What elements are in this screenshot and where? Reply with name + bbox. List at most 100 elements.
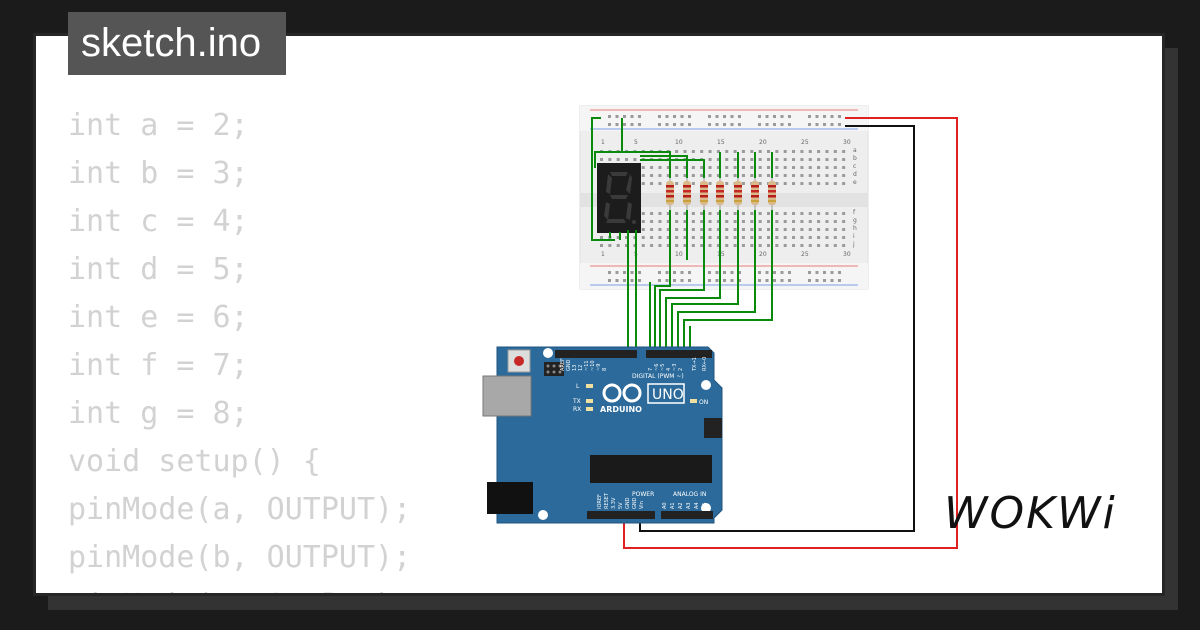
breadboard-hole [716,150,720,153]
led-labels: L TX RX [572,383,581,413]
breadboard-hole [683,150,687,153]
signal-wires [591,117,773,354]
svg-text:5V: 5V [618,502,624,509]
breadboard-hole [708,236,712,239]
breadboard-hole [833,150,837,153]
breadboard-hole [783,166,787,169]
breadboard-hole [833,182,837,185]
breadboard-hole [792,174,796,177]
svg-text:A3: A3 [686,502,692,509]
breadboard-hole [708,115,711,118]
breadboard-hole [630,279,634,282]
breadboard-hole [738,271,741,274]
svg-text:A1: A1 [670,502,676,509]
breadboard-hole [842,166,846,169]
breadboard-hole [666,166,670,169]
breadboard-hole [808,150,812,153]
breadboard-hole [665,271,669,274]
breadboard-hole [808,174,812,177]
breadboard-hole [800,158,804,161]
breadboard-hole [800,212,804,215]
breadboard-hole [725,244,729,247]
signal-wire [683,210,773,354]
breadboard-hole [683,228,687,231]
row-letter: f [853,209,856,216]
breadboard-hole [808,123,811,126]
breadboard-hole [765,279,769,282]
analog-pin-labels: A0 A1 A2 A3 A4 A5 [662,502,708,509]
breadboard-hole [733,150,737,153]
breadboard-hole [673,123,676,126]
breadboard-hole [658,212,662,215]
breadboard-hole [630,115,634,118]
breadboard-hole [741,166,745,169]
breadboard-hole [758,236,762,239]
breadboard-hole [623,271,626,274]
brand-label: ARDUINO [600,405,642,414]
breadboard-hole [758,212,762,215]
breadboard-hole [616,236,620,239]
svg-text:2: 2 [678,368,684,371]
breadboard-hole [775,166,779,169]
breadboard-hole [625,244,629,247]
breadboard-hole [775,182,779,185]
breadboard-hole [723,123,726,126]
breadboard-hole [833,228,837,231]
breadboard-hole [838,123,841,126]
svg-text:13: 13 [572,365,578,371]
svg-text:A5: A5 [702,502,708,509]
breadboard-hole [630,123,634,126]
breadboard-hole [825,212,829,215]
breadboard-hole [825,150,829,153]
breadboard-hole [741,182,745,185]
breadboard-hole [641,244,645,247]
code-line: int c = 4; [68,204,249,239]
breadboard-hole [641,182,645,185]
breadboard-hole [842,244,846,247]
breadboard-hole [708,150,712,153]
column-number: 20 [759,139,767,146]
breadboard-hole [758,220,762,223]
breadboard-hole [600,244,603,247]
breadboard-hole [758,115,761,118]
breadboard-hole [758,174,762,177]
row-letter: j [852,241,855,248]
breadboard-hole [773,271,776,274]
breadboard-hole [817,228,821,231]
on-label: ON [699,399,708,406]
breadboard-hole [683,244,687,247]
breadboard-hole [650,182,654,185]
svg-text:GND: GND [632,497,638,509]
breadboard-hole [758,279,761,282]
breadboard-hole [767,150,770,153]
breadboard-hole [716,244,720,247]
breadboard-hole [616,158,620,161]
breadboard-hole [758,150,762,153]
breadboard-hole [758,123,761,126]
breadboard-hole [725,228,729,231]
breadboard-hole [815,123,819,126]
breadboard-hole [823,115,826,118]
svg-text:A2: A2 [678,502,684,509]
breadboard-hole [716,236,720,239]
breadboard-hole [666,228,670,231]
breadboard-hole [842,150,846,153]
breadboard-hole [783,182,787,185]
breadboard-hole [817,236,821,239]
breadboard-hole [638,271,641,274]
column-number: 15 [717,139,725,146]
breadboard-hole [658,166,662,169]
breadboard-hole [715,279,719,282]
code-line: pinMode(a, OUTPUT); [68,492,412,527]
breadboard-hole [750,212,754,215]
breadboard-hole [842,236,846,239]
breadboard-hole [615,115,619,118]
breadboard-hole [767,158,770,161]
breadboard-hole [725,158,729,161]
breadboard-hole [650,212,654,215]
breadboard-hole [633,236,637,239]
breadboard-hole [666,236,670,239]
breadboard-hole [708,220,712,223]
breadboard-hole [825,174,829,177]
breadboard-hole [750,158,754,161]
